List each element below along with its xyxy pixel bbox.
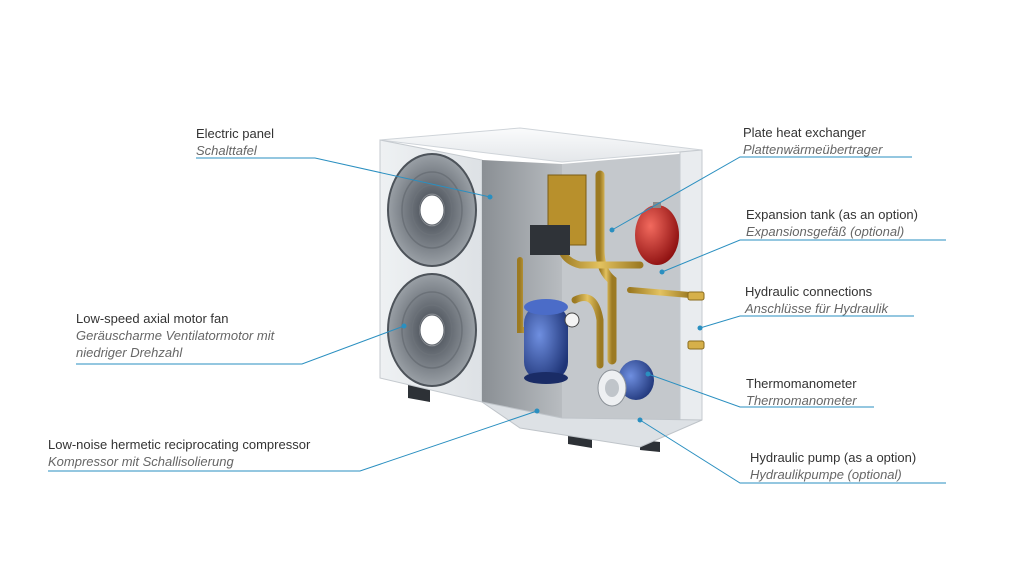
callout-compressor: Low-noise hermetic reciprocating compres… (48, 436, 310, 470)
fan-upper (387, 153, 477, 267)
callout-hydraulic-pump-en: Hydraulic pump (as a option) (750, 450, 917, 465)
leader-dots (401, 194, 703, 423)
expansion-tank (635, 205, 679, 265)
leader-hydraulic (699, 315, 914, 329)
callout-thermomanometer: Thermomanometer Thermomanometer (746, 375, 857, 409)
leader-compressor (48, 410, 538, 472)
callout-fan-de-line2: niedriger Drehzahl (76, 345, 183, 360)
callout-electric-panel-de: Schalttafel (196, 143, 257, 158)
callout-thermomanometer-en: Thermomanometer (746, 376, 857, 391)
callout-plate-hx-en: Plate heat exchanger (743, 125, 866, 140)
leader-electric-panel (196, 157, 491, 198)
leader-plate-hx (611, 156, 912, 231)
thermomanometer-gauge (564, 312, 580, 328)
callout-compressor-de: Kompressor mit Schallisolierung (48, 454, 234, 469)
leader-expansion-tank (661, 239, 946, 273)
hydraulic-connection-stubs (687, 291, 705, 350)
callout-thermomanometer-de: Thermomanometer (746, 393, 857, 408)
callout-hydraulic-pump: Hydraulic pump (as a option) Hydraulikpu… (750, 449, 916, 483)
callout-fan-de-line1: Geräuscharme Ventilatormotor mit (76, 328, 275, 343)
leader-fan (76, 325, 405, 365)
callout-expansion-tank-de: Expansionsgefäß (optional) (746, 224, 905, 239)
callout-hydraulic-connections-en: Hydraulic connections (745, 284, 873, 299)
callout-expansion-tank-en: Expansion tank (as an option) (746, 207, 918, 222)
callout-compressor-en: Low-noise hermetic reciprocating compres… (48, 437, 311, 452)
unit-right-panel (679, 149, 703, 426)
hydraulic-pump (597, 360, 654, 407)
callout-fan: Low-speed axial motor fan Geräuscharme V… (76, 310, 274, 361)
callout-hydraulic-connections: Hydraulic connections Anschlüsse für Hyd… (745, 283, 888, 317)
leader-pump (639, 419, 946, 484)
callout-plate-hx-de: Plattenwärmeübertrager (743, 142, 883, 157)
expansion-tank-cap (653, 202, 661, 208)
callout-plate-hx: Plate heat exchanger Plattenwärmeübertra… (743, 124, 882, 158)
electrical-box (530, 225, 570, 255)
callout-expansion-tank: Expansion tank (as an option) Expansions… (746, 206, 918, 240)
callout-hydraulic-connections-de: Anschlüsse für Hydraulik (745, 301, 889, 316)
fan-lower (387, 273, 477, 387)
compressor (524, 299, 568, 384)
leader-lines (48, 156, 946, 484)
callout-fan-en: Low-speed axial motor fan (76, 311, 229, 326)
leader-thermo (647, 373, 874, 408)
callout-hydraulic-pump-de: Hydraulikpumpe (optional) (750, 467, 902, 482)
callout-electric-panel-en: Electric panel (196, 126, 275, 141)
callout-electric-panel: Electric panel Schalttafel (196, 125, 274, 159)
